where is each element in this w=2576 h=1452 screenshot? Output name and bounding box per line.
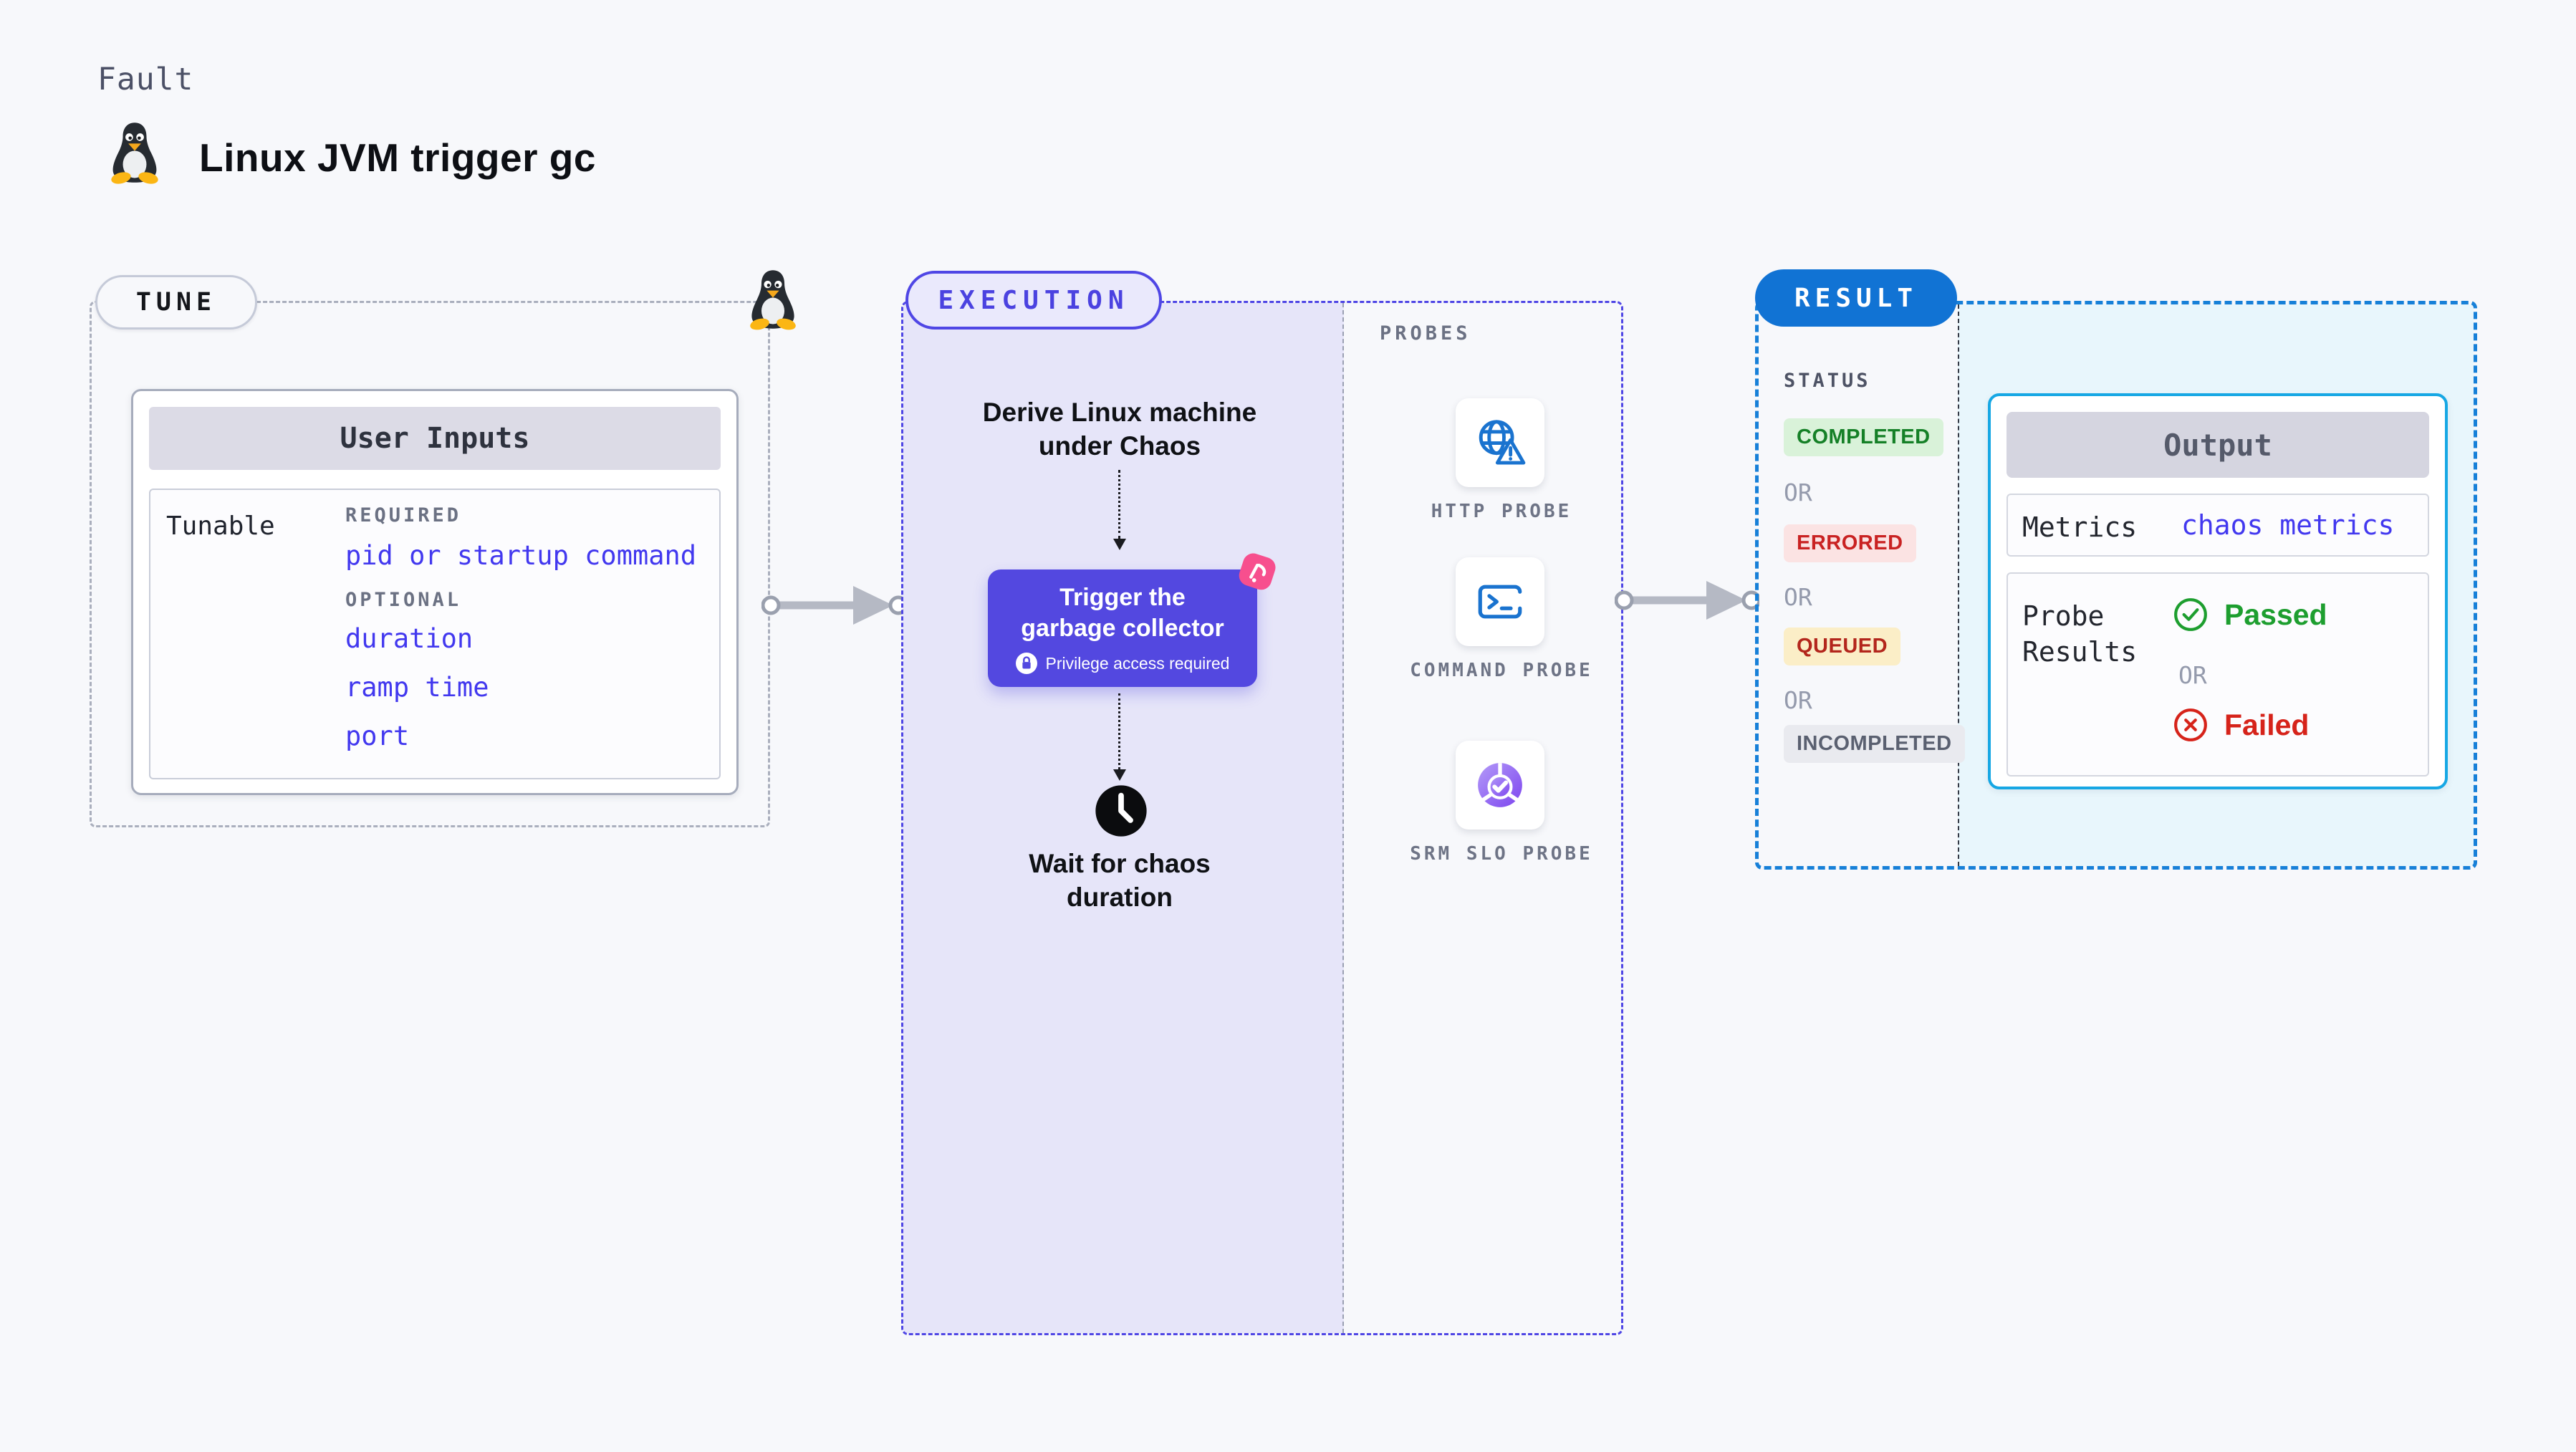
x-circle-icon: [2174, 708, 2207, 741]
check-circle-icon: [2174, 598, 2207, 631]
tune-badge: TUNE: [95, 275, 257, 330]
metrics-label: Metrics: [2022, 511, 2138, 543]
flow-connector: [1118, 693, 1120, 769]
or-separator: OR: [1784, 583, 1812, 611]
http-probe-card: [1456, 398, 1544, 487]
trigger-gc-action-button[interactable]: Trigger the garbage collector Privilege …: [988, 569, 1257, 687]
result-badge: RESULT: [1755, 269, 1957, 327]
flow-connector: [1118, 470, 1120, 539]
linux-tux-icon: [110, 122, 160, 186]
chaos-icon: [1239, 553, 1276, 590]
metrics-row: Metrics chaos metrics: [2007, 494, 2429, 557]
required-group-label: REQUIRED: [345, 504, 462, 527]
clock-icon: [1095, 785, 1147, 837]
tunable-param: pid or startup command: [345, 540, 697, 571]
passed-result: Passed: [2173, 597, 2327, 633]
failed-label: Failed: [2224, 708, 2310, 741]
globe-alert-icon: [1479, 420, 1526, 465]
metrics-value: chaos metrics: [2181, 509, 2395, 541]
tune-to-execution-arrow: [761, 586, 906, 625]
or-separator: OR: [1784, 686, 1812, 714]
or-separator: OR: [1784, 479, 1812, 506]
arrow-down-icon: [1113, 539, 1126, 550]
command-probe-card: [1456, 557, 1544, 646]
terminal-icon: [1478, 585, 1522, 619]
output-title: Output: [2007, 412, 2429, 478]
or-separator: OR: [2178, 661, 2207, 689]
probe-results-label: Probe Results: [2022, 600, 2138, 668]
wait-step-line: duration: [1067, 883, 1173, 912]
status-badge-queued: QUEUED: [1784, 628, 1901, 665]
derive-step-line: under Chaos: [1038, 431, 1201, 461]
derive-step-text: Derive Linux machine under Chaos: [937, 395, 1302, 463]
tune-section-box: [90, 301, 770, 827]
fault-kicker: Fault: [97, 62, 194, 97]
wait-step-text: Wait for chaos duration: [994, 847, 1245, 914]
status-badge-incompleted: INCOMPLETED: [1784, 725, 1965, 763]
lock-icon: [1015, 653, 1037, 674]
action-label-line: garbage collector: [1021, 615, 1224, 642]
privilege-note: Privilege access required: [1045, 653, 1230, 673]
tunable-param: duration: [345, 623, 474, 654]
status-badge-completed: COMPLETED: [1784, 418, 1943, 456]
status-section-label: STATUS: [1784, 370, 1871, 392]
command-probe-label: COMMAND PROBE: [1410, 660, 1593, 681]
page-title: Linux JVM trigger gc: [199, 135, 596, 180]
srm-slo-probe-card: [1456, 741, 1544, 830]
probe-results-row: Probe Results Passed OR Failed: [2007, 572, 2429, 777]
linux-tux-icon: [749, 270, 797, 332]
output-card: Output Metrics chaos metrics Probe Resul…: [1988, 393, 2448, 789]
action-label-line: Trigger the: [1059, 584, 1186, 611]
probes-section-label: PROBES: [1380, 322, 1471, 345]
tunable-param: ramp time: [345, 672, 489, 703]
derive-step-line: Derive Linux machine: [982, 398, 1257, 427]
execution-badge: EXECUTION: [905, 271, 1162, 330]
execution-to-result-arrow: [1615, 581, 1759, 620]
wait-step-line: Wait for chaos: [1029, 849, 1211, 878]
user-inputs-card: User Inputs Tunable REQUIRED pid or star…: [131, 389, 739, 795]
tunable-param: port: [345, 721, 410, 751]
passed-label: Passed: [2224, 597, 2327, 631]
failed-result: Failed: [2173, 707, 2309, 743]
slo-donut-icon: [1478, 763, 1522, 807]
tunable-row-label: Tunable: [166, 511, 275, 541]
arrow-down-icon: [1113, 769, 1126, 781]
http-probe-label: HTTP PROBE: [1431, 501, 1572, 522]
srm-slo-probe-label: SRM SLO PROBE: [1410, 843, 1593, 865]
user-inputs-title: User Inputs: [149, 407, 721, 470]
optional-group-label: OPTIONAL: [345, 589, 462, 611]
user-inputs-table: Tunable REQUIRED pid or startup command …: [149, 489, 721, 779]
status-badge-errored: ERRORED: [1784, 524, 1916, 562]
